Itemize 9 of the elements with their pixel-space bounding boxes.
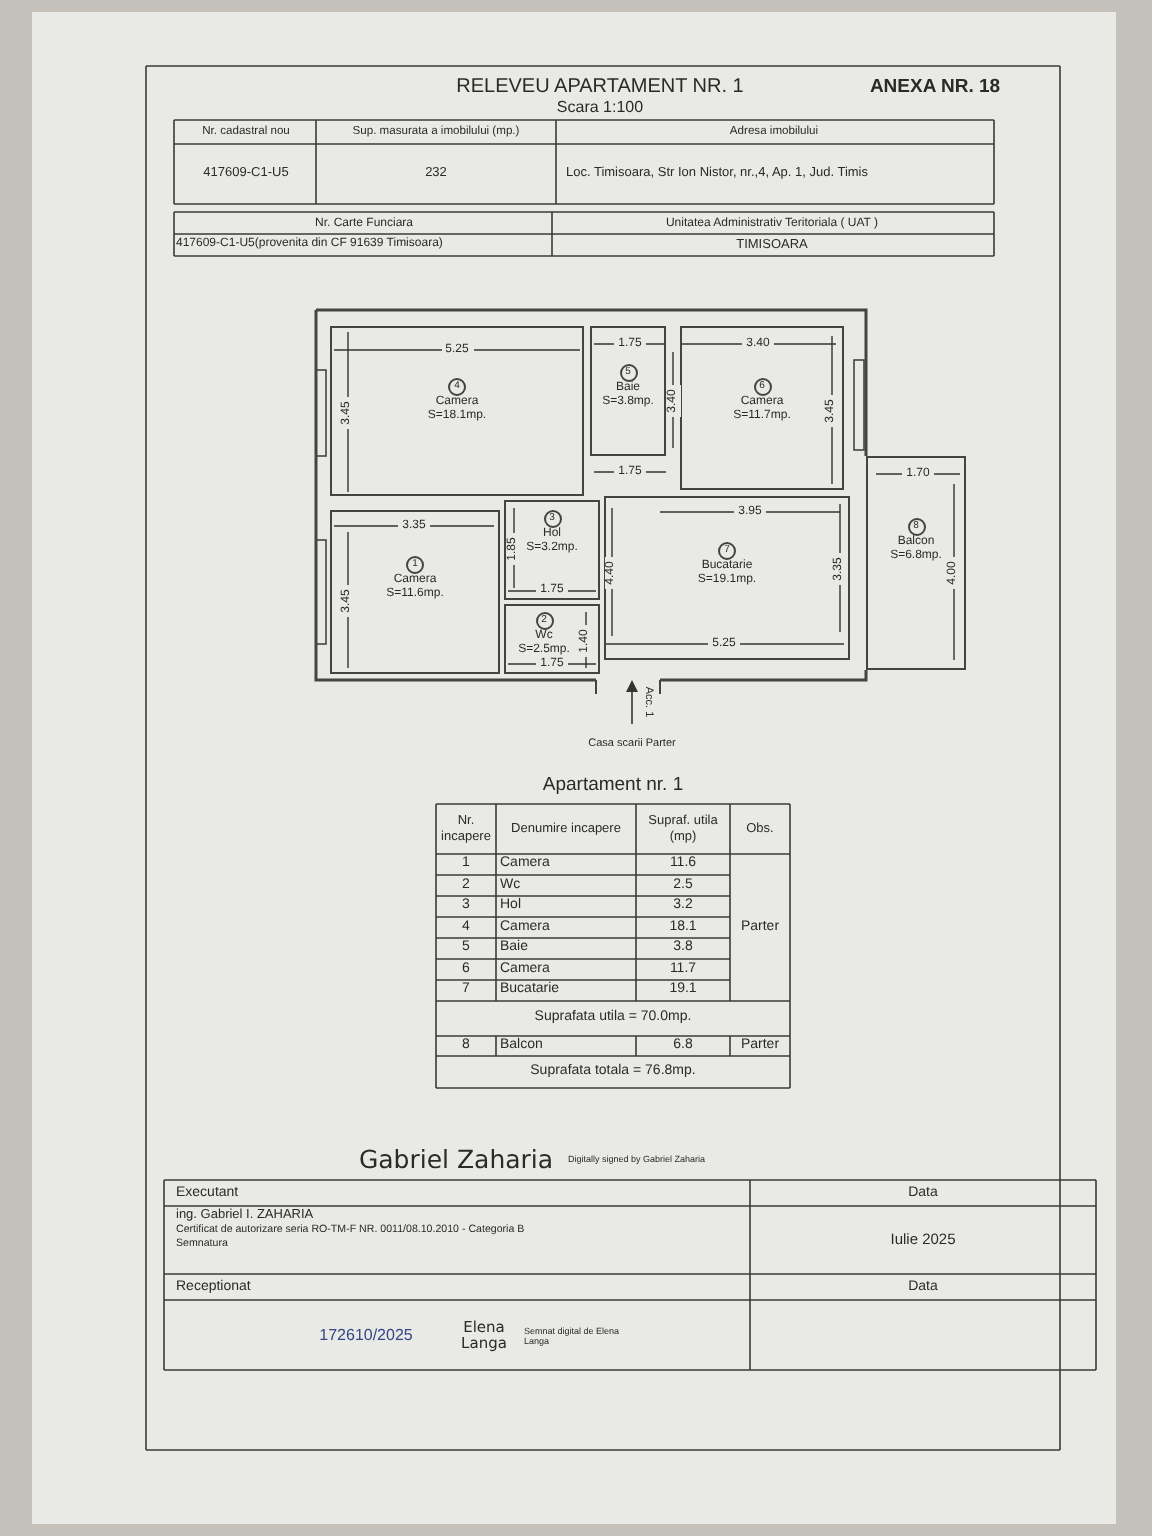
room-outline: [866, 456, 966, 670]
room-outline: [330, 510, 500, 674]
scale-label: Scara 1:100: [554, 98, 646, 120]
room-outline: [330, 326, 584, 496]
table-title: Apartament nr. 1: [540, 772, 686, 801]
room-outline: [604, 496, 850, 660]
annex-number: ANEXA NR. 18: [867, 74, 1003, 102]
signature: Gabriel Zaharia: [356, 1144, 556, 1176]
registration-number: 172610/2025: [317, 1323, 415, 1348]
